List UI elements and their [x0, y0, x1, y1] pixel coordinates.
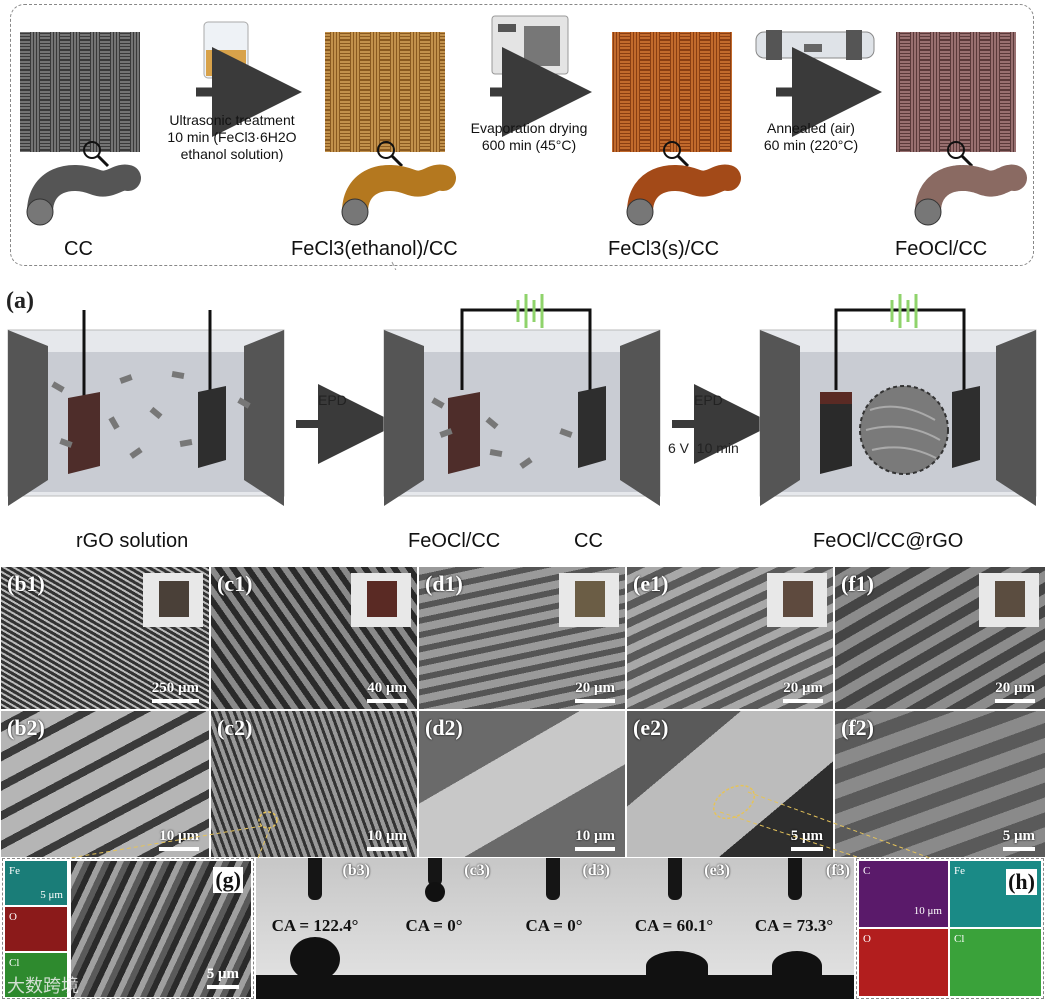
sem-c1: (c1) 40 μm	[210, 566, 418, 710]
ca-d3: (d3) CA = 0°	[494, 858, 615, 999]
map-h-cl: Cl	[950, 929, 1041, 996]
sem-g: (g) 5 μm	[71, 861, 251, 997]
step-label-ethanol: FeCl3(ethanol)/CC	[291, 238, 458, 261]
cc-fabric	[20, 32, 140, 152]
sample-photo-c1	[351, 573, 411, 627]
epd-arrow-1-label: EPD	[318, 392, 347, 408]
bath-2-label-feocl: FeOCl/CC	[408, 530, 500, 553]
map-g-o: O	[5, 907, 67, 951]
zoom-circle	[860, 386, 948, 474]
bath-3-label: FeOCl/CC@rGO	[813, 530, 963, 553]
watermark: 大数跨境	[7, 972, 79, 998]
map-h-fe: Fe(h)	[950, 861, 1041, 927]
zoom-lines	[0, 700, 1046, 870]
ca-c3: (c3) CA = 0°	[374, 858, 495, 999]
ca-f3: (f3) CA = 73.3°	[734, 858, 855, 999]
solid-fabric	[612, 32, 732, 152]
sample-photo-f1	[979, 573, 1039, 627]
bath-3	[760, 294, 1036, 506]
sample-photo-b1	[143, 573, 203, 627]
feocl-fiber	[928, 178, 1014, 212]
step-label-feocl: FeOCl/CC	[895, 238, 987, 261]
ca-b3: (b3) CA = 122.4°	[256, 858, 375, 999]
bath-1	[8, 310, 284, 506]
sample-photo-d1	[559, 573, 619, 627]
sem-f1: (f1) 20 μm	[834, 566, 1046, 710]
ethanol-fiber	[355, 178, 443, 212]
feocl-fabric	[896, 32, 1016, 152]
sem-e1: (e1) 20 μm	[626, 566, 834, 710]
cc-fiber	[40, 178, 128, 212]
arrow-2-caption: Evaporation drying 600 min (45°C)	[450, 120, 608, 154]
step-label-solid: FeCl3(s)/CC	[608, 238, 719, 261]
ethanol-fabric	[325, 32, 445, 152]
sem-b1: (b1) 250 μm	[0, 566, 210, 710]
epd-arrow-2-sub: 6 V 10 min	[668, 440, 739, 456]
ca-e3: (e3) CA = 60.1°	[614, 858, 735, 999]
solid-fiber	[640, 178, 728, 212]
epd-arrow-2-label: EPD	[694, 392, 723, 408]
bath-2-label-cc: CC	[574, 530, 603, 553]
sem-d1: (d1) 20 μm	[418, 566, 626, 710]
map-h-o: O	[859, 929, 948, 996]
sample-photo-e1	[767, 573, 827, 627]
arrow-3-caption: Annealed (air) 60 min (220°C)	[738, 120, 884, 154]
arrow-1-caption: Ultrasonic treatment 10 min (FeCl3·6H2O …	[150, 112, 314, 163]
bath-1-label: rGO solution	[76, 530, 188, 553]
epd-diagram	[0, 280, 1046, 530]
bath-2	[384, 294, 660, 506]
step-label-cc: CC	[64, 238, 93, 261]
